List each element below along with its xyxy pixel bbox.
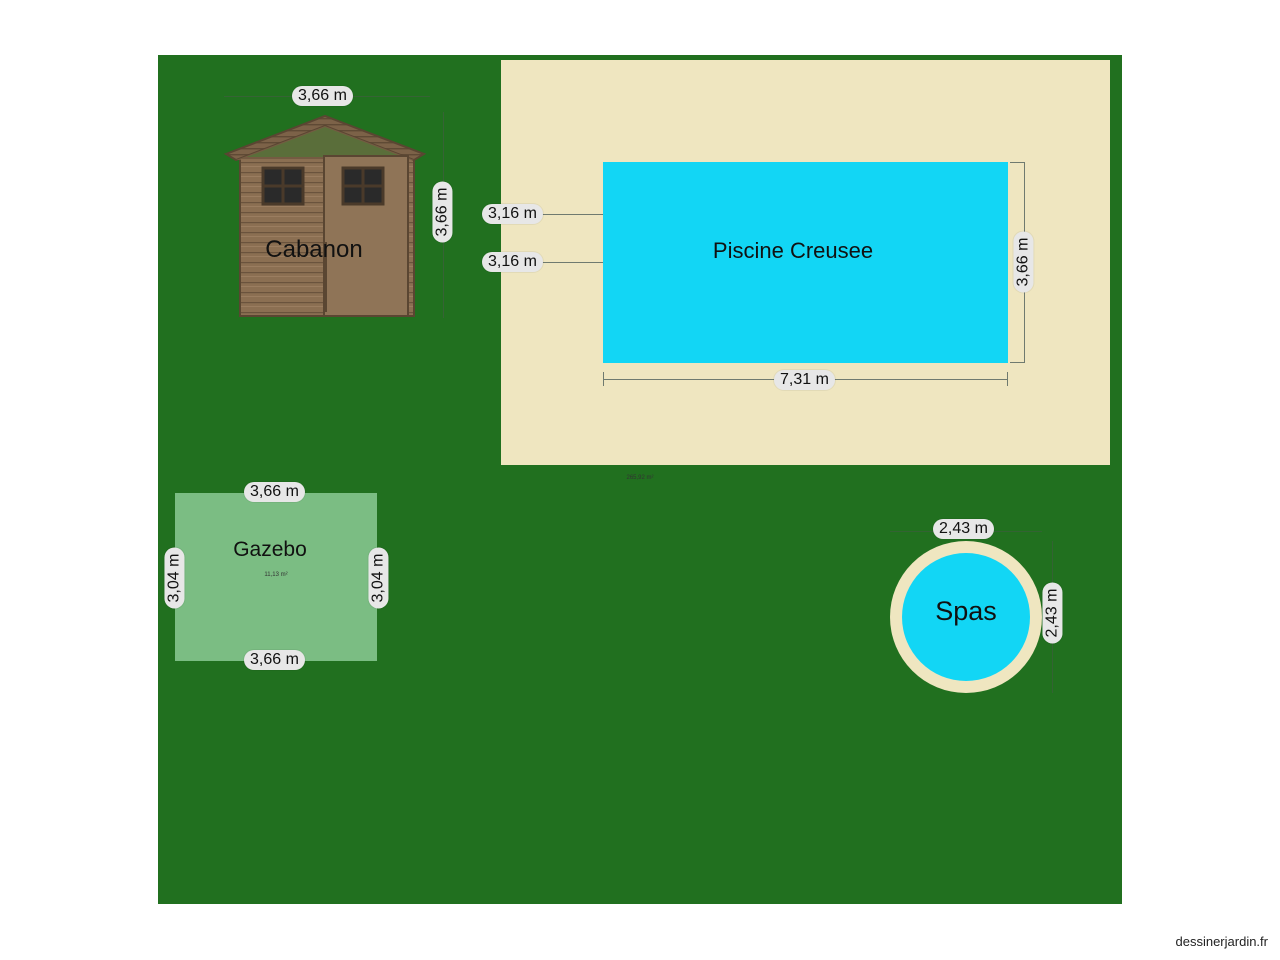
pool-offset-top-line bbox=[493, 214, 603, 215]
shed-height-dimension[interactable]: 3,66 m bbox=[432, 181, 453, 243]
pool-offset-bottom-line bbox=[493, 262, 603, 263]
shed-width-dimension[interactable]: 3,66 m bbox=[292, 86, 353, 106]
gazebo-left-height-dimension[interactable]: 3,04 m bbox=[164, 547, 185, 609]
spa-label: Spas bbox=[935, 596, 997, 626]
pool-height-dimension-tick-top bbox=[1010, 162, 1024, 163]
pool-width-dimension[interactable]: 7,31 m bbox=[774, 370, 835, 390]
deck-area-label: 265,92 m² bbox=[626, 475, 654, 481]
brand-footer: dessinerjardin.fr bbox=[1175, 934, 1269, 949]
pool-label: Piscine Creusee bbox=[712, 238, 874, 263]
gazebo-top-width-dimension[interactable]: 3,66 m bbox=[244, 482, 305, 502]
pool-height-dimension-tick-bottom bbox=[1010, 362, 1024, 363]
pool[interactable] bbox=[603, 162, 1008, 363]
pool-height-dimension[interactable]: 3,66 m bbox=[1013, 231, 1034, 293]
pool-offset-top-dimension[interactable]: 3,16 m bbox=[482, 204, 543, 224]
spa-water[interactable] bbox=[902, 553, 1030, 681]
pool-width-dimension-tick-left bbox=[603, 372, 604, 386]
shed-illustration[interactable] bbox=[222, 112, 428, 318]
spa-width-dimension[interactable]: 2,43 m bbox=[933, 519, 994, 539]
pool-width-dimension-tick-right bbox=[1007, 372, 1008, 386]
spa-height-dimension[interactable]: 2,43 m bbox=[1042, 582, 1063, 644]
gazebo-area-label: 11,13 m² bbox=[264, 572, 288, 578]
gazebo-area[interactable] bbox=[175, 493, 377, 661]
pool-offset-bottom-dimension[interactable]: 3,16 m bbox=[482, 252, 543, 272]
shed-label: Cabanon bbox=[265, 236, 363, 263]
gazebo-bottom-width-dimension[interactable]: 3,66 m bbox=[244, 650, 305, 670]
gazebo-label: Gazebo bbox=[233, 538, 307, 561]
gazebo-right-height-dimension[interactable]: 3,04 m bbox=[368, 547, 389, 609]
